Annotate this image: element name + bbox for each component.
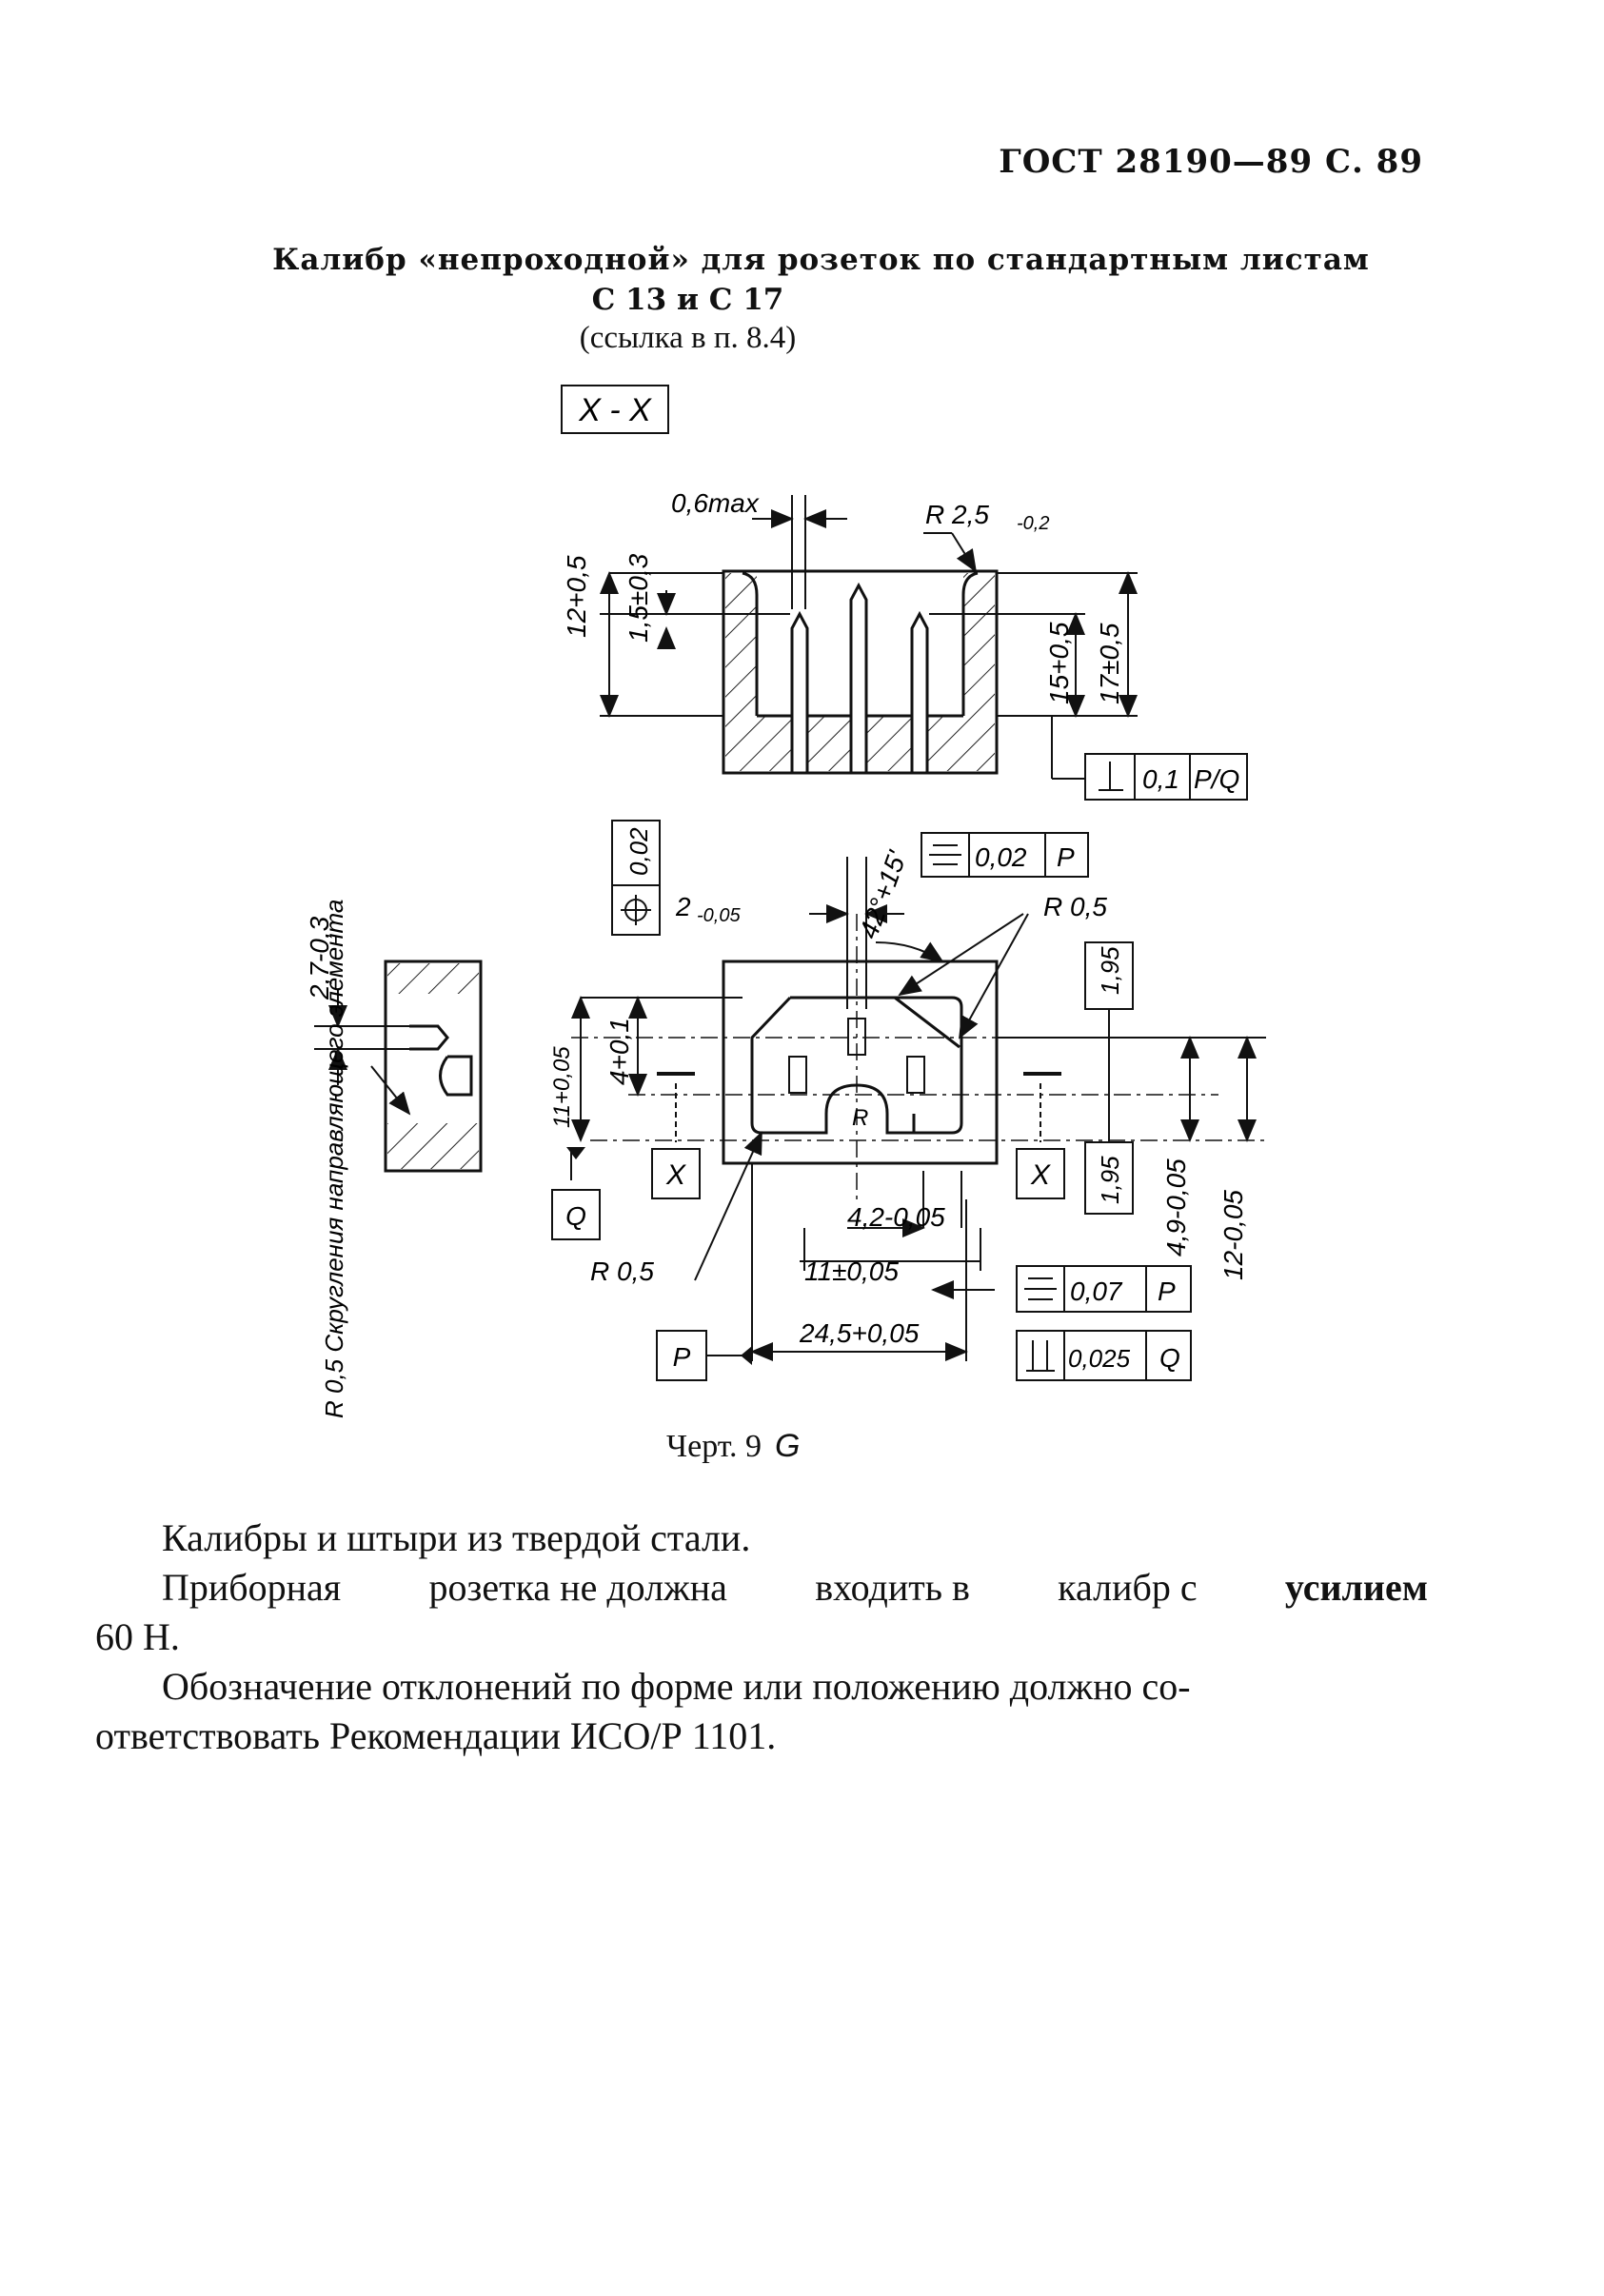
tol-par-value: 0,025 xyxy=(1068,1344,1131,1373)
dim-1-95-bot: 1,95 xyxy=(1096,1156,1124,1204)
caption-letter: G xyxy=(775,1428,801,1464)
dim-2: 2 xyxy=(675,892,691,921)
tol-perp-value: 0,1 xyxy=(1142,764,1179,794)
body-line-2-word: розетка не должна xyxy=(428,1566,727,1609)
body-line-2: Приборная розетка не должна входить в ка… xyxy=(95,1563,1428,1613)
dim-15: 15+0,5 xyxy=(1044,622,1074,704)
tol-perp-ref: P/Q xyxy=(1194,764,1239,794)
dim-box-1-95-bot: 1,95 xyxy=(1084,1141,1134,1215)
section-marker-x-left: X xyxy=(665,1159,686,1191)
body-line-3: 60 Н. xyxy=(95,1615,180,1658)
dim-11-05: 11±0,05 xyxy=(804,1257,899,1286)
dim-12-05: 12-0,05 xyxy=(1218,1190,1248,1280)
tolerance-frame-parallelism: 0,025 Q xyxy=(1016,1330,1192,1381)
body-line-2-word: входить в xyxy=(815,1566,970,1609)
figure-title: Калибр «непроходной» для розеток по стан… xyxy=(0,243,1604,356)
section-dimensions xyxy=(600,495,1138,780)
body-line-1: Калибры и штыри из твердой стали. xyxy=(162,1516,751,1559)
dim-0-6max: 0,6max xyxy=(671,488,760,518)
dim-1-95-top: 1,95 xyxy=(1096,946,1124,995)
dim-r0-5-top: R 0,5 xyxy=(1043,892,1107,921)
tol-sym-top-ref: P xyxy=(1057,842,1075,872)
dim-24-5: 24,5+0,05 xyxy=(799,1318,920,1348)
tol-pos-value: 0,02 xyxy=(624,827,653,876)
tol-sym-bot-ref: P xyxy=(1158,1277,1176,1306)
dim-17: 17±0,5 xyxy=(1095,623,1124,704)
plan-view xyxy=(722,960,999,1165)
figure-caption: Черт. 9 G xyxy=(666,1428,801,1465)
datum-q: Q xyxy=(551,1147,601,1240)
body-line-5: ответствовать Рекомендации ИСО/Р 1101. xyxy=(95,1714,777,1757)
dim-11: 11+0,05 xyxy=(549,1046,575,1128)
plan-dimensions xyxy=(570,857,1266,1361)
section-label-box: X - X xyxy=(561,385,669,434)
title-line-2: С 13 и С 17 xyxy=(591,283,784,317)
dim-4-2: 4,2-0,05 xyxy=(847,1202,945,1232)
section-marker-right: X xyxy=(1016,1072,1065,1199)
body-text: Калибры и штыри из твердой стали. Прибор… xyxy=(95,1514,1428,1761)
dim-4: 4+0,1 xyxy=(604,1018,634,1085)
dim-r2-5: R 2,5 xyxy=(925,500,989,529)
tol-sym-bot-value: 0,07 xyxy=(1070,1277,1123,1306)
dim-angle: 42°+15' xyxy=(854,845,913,942)
body-line-2-word: Приборная xyxy=(162,1566,342,1609)
dim-r0-5-bot: R 0,5 xyxy=(590,1257,654,1286)
tolerance-frame-perpendicularity: 0,1 P/Q xyxy=(1084,753,1248,801)
plan-centerlines xyxy=(571,914,1266,1199)
body-line-2-word: калибр с xyxy=(1058,1566,1198,1609)
tol-par-ref: Q xyxy=(1159,1343,1180,1373)
technical-drawing: X - X 12+ xyxy=(305,385,1266,1418)
tolerance-frame-position: 0,02 xyxy=(611,820,661,936)
dim-12: 12+0,5 xyxy=(562,555,591,638)
tolerance-frame-symmetry-top: 0,02 P xyxy=(921,832,1089,878)
title-reference: (ссылка в п. 8.4) xyxy=(579,321,797,355)
section-view xyxy=(722,569,999,775)
body-line-2-word: усилием xyxy=(1284,1566,1428,1609)
section-marker-left: X xyxy=(651,1072,701,1199)
dim-2-tol: -0,05 xyxy=(697,905,741,926)
tol-sym-top-value: 0,02 xyxy=(975,842,1027,872)
page-header: ГОСТ 28190—89 С. 89 xyxy=(999,143,1423,181)
tolerance-frame-symmetry-bottom: 0,07 P xyxy=(1016,1265,1192,1313)
dim-r2-5-tol: -0,2 xyxy=(1017,513,1049,534)
section-dimension-labels: 12+0,5 1,5±0,3 0,6max R 2,5 -0,2 15+0,5 … xyxy=(562,488,1124,704)
title-line-1: Калибр «непроходной» для розеток по стан… xyxy=(272,243,1370,277)
dim-box-1-95-top: 1,95 xyxy=(1084,941,1134,1010)
datum-p: P xyxy=(656,1330,752,1381)
section-marker-x-right: X xyxy=(1030,1159,1051,1191)
dim-1-5: 1,5±0,3 xyxy=(624,553,653,643)
section-label: X - X xyxy=(578,392,652,428)
dim-2-7: 2,7-0,3 xyxy=(305,916,334,1000)
side-note: R 0,5 Скругления направляющего элемента xyxy=(320,900,348,1418)
detail-view xyxy=(314,960,483,1173)
dim-4-9: 4,9-0,05 xyxy=(1161,1158,1191,1257)
datum-p-label: P xyxy=(673,1342,691,1372)
caption-text: Черт. 9 xyxy=(666,1429,762,1464)
body-line-4: Обозначение отклонений по форме или поло… xyxy=(162,1665,1191,1708)
radius-r: R xyxy=(852,1105,868,1131)
datum-q-label: Q xyxy=(565,1201,586,1231)
